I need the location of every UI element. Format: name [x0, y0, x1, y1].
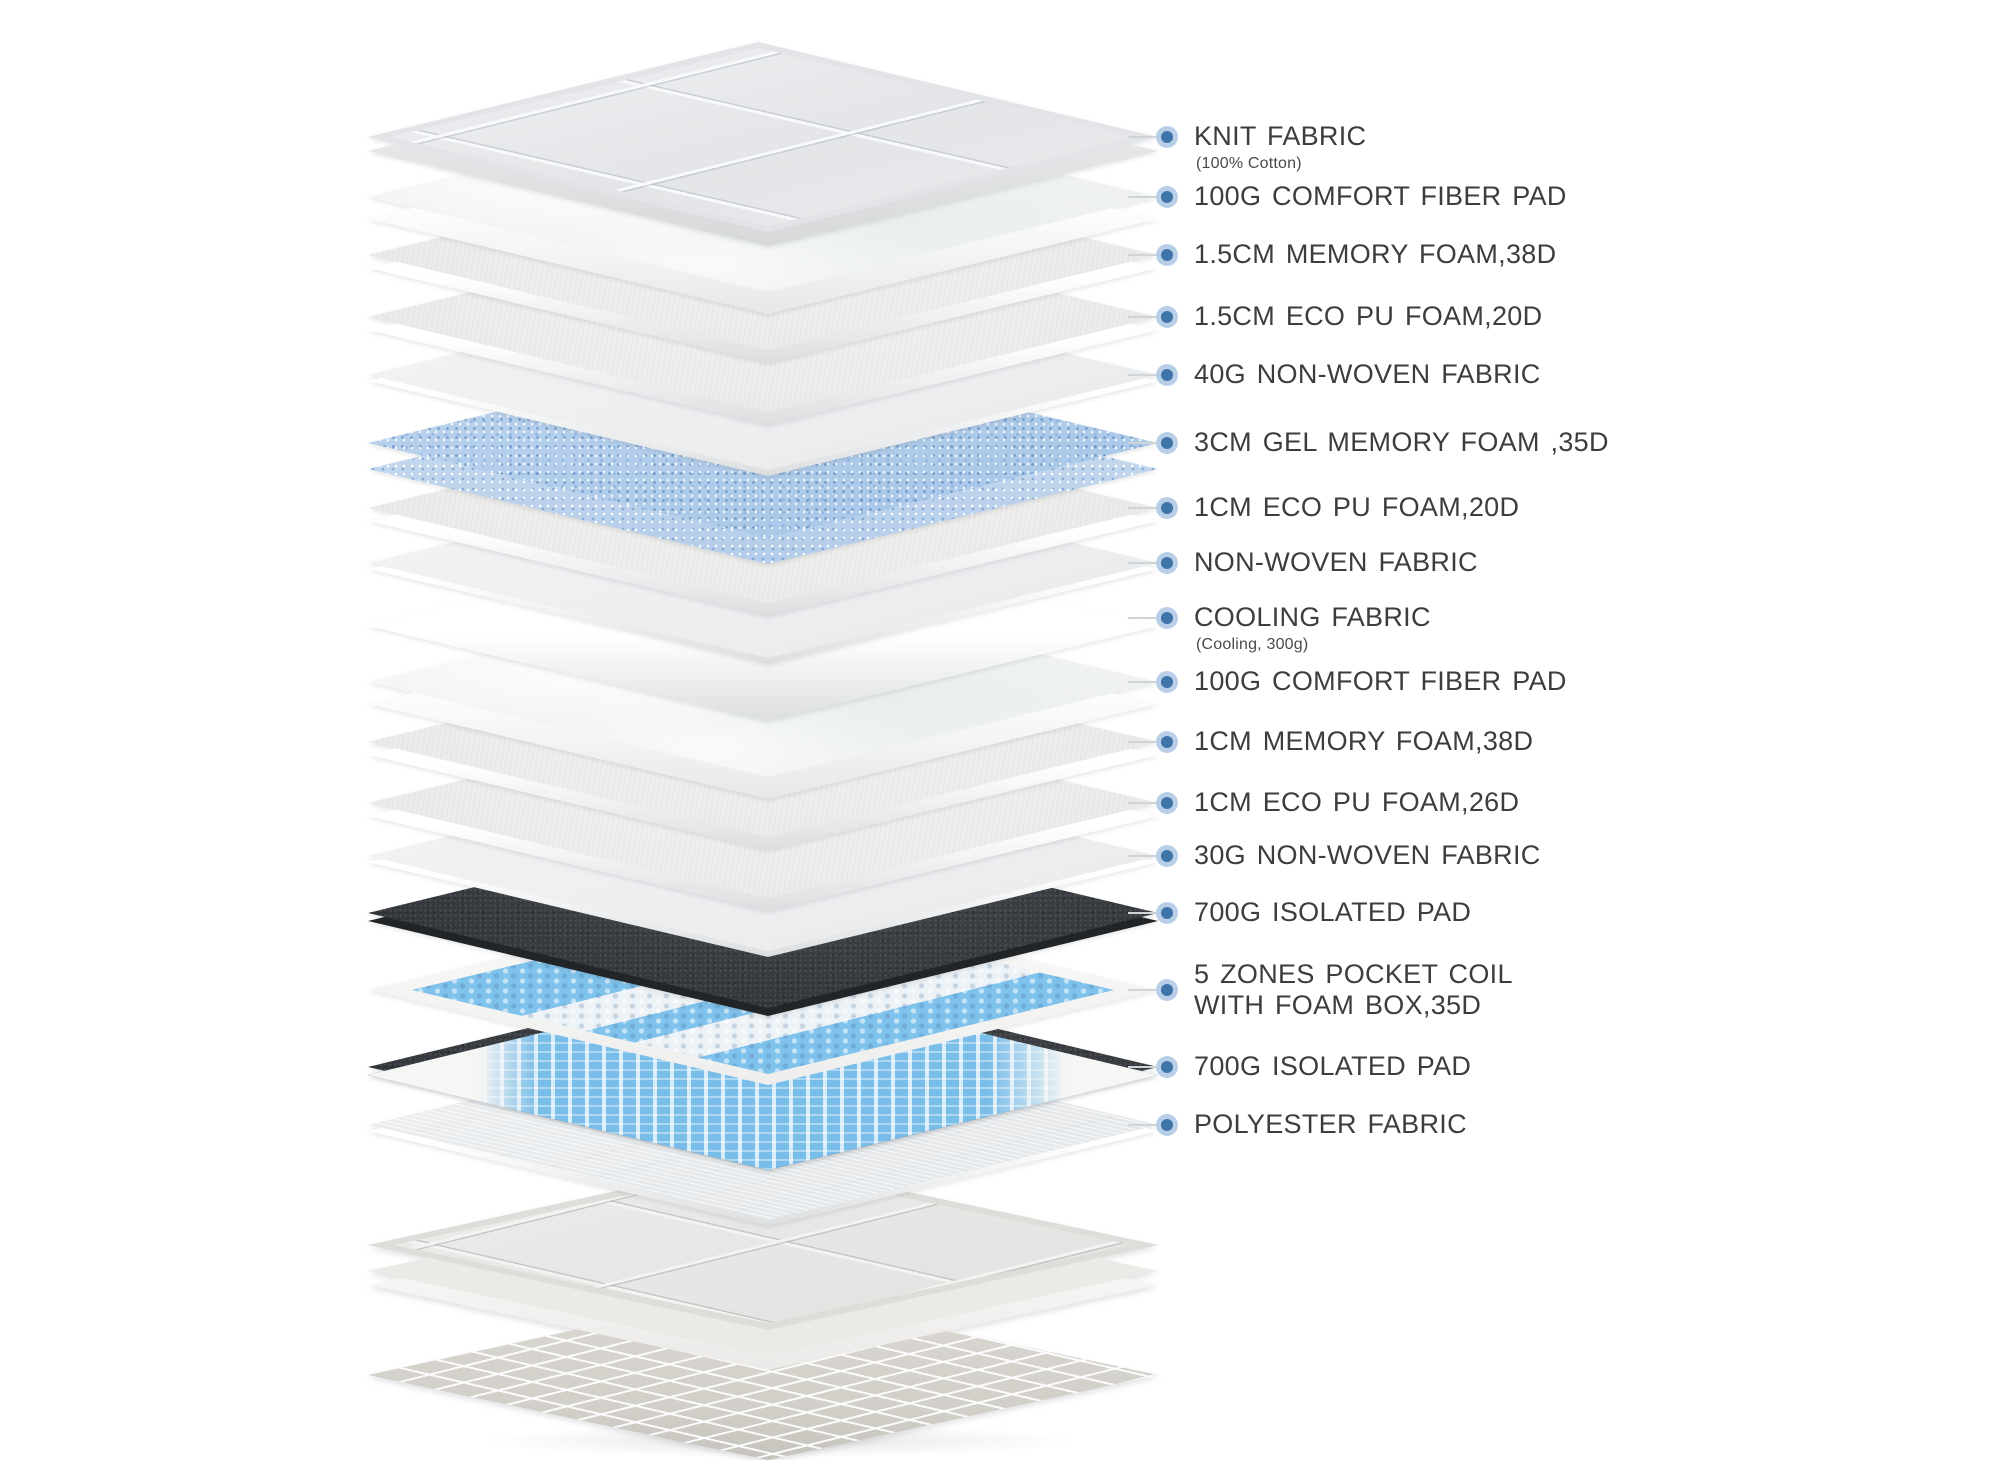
layer-label: 1.5CM MEMORY FOAM,38D	[1194, 239, 1556, 270]
leader-line	[1128, 561, 1162, 565]
leader-line	[1128, 373, 1162, 377]
leader-line	[1128, 854, 1162, 858]
leader-line	[1128, 616, 1162, 620]
marker-dot-icon	[1156, 497, 1178, 519]
layer-label-text: 40G NON-WOVEN FABRIC	[1194, 359, 1541, 390]
knit-fabric-layer-surface	[368, 42, 1158, 232]
marker-dot-icon	[1156, 1114, 1178, 1136]
layer-label: 1CM ECO PU FOAM,26D	[1194, 787, 1519, 818]
marker-dot-icon	[1156, 792, 1178, 814]
layer-label-text: 100G COMFORT FIBER PAD	[1194, 666, 1567, 697]
marker-dot-core	[1161, 797, 1173, 809]
marker-dot-icon	[1156, 1056, 1178, 1078]
layer-label-text: 700G ISOLATED PAD	[1194, 897, 1472, 928]
leader-line	[1128, 135, 1162, 139]
layer-sublabel-text: (100% Cotton)	[1196, 154, 1302, 172]
layer-label: 1CM ECO PU FOAM,20D	[1194, 492, 1519, 523]
leader-line	[1128, 195, 1162, 199]
marker-dot-core	[1161, 907, 1173, 919]
marker-dot-core	[1161, 557, 1173, 569]
layer-label-text: 1.5CM ECO PU FOAM,20D	[1194, 301, 1543, 332]
layer-label-text: 100G COMFORT FIBER PAD	[1194, 181, 1567, 212]
marker-dot-icon	[1156, 364, 1178, 386]
layer-label-text: 30G NON-WOVEN FABRIC	[1194, 840, 1541, 871]
marker-dot-icon	[1156, 552, 1178, 574]
leader-line	[1128, 506, 1162, 510]
marker-dot-core	[1161, 736, 1173, 748]
layer-label: NON-WOVEN FABRIC	[1194, 547, 1478, 578]
marker-dot-core	[1161, 676, 1173, 688]
marker-dot-core	[1161, 249, 1173, 261]
layer-label: 100G COMFORT FIBER PAD	[1194, 666, 1567, 697]
marker-dot-icon	[1156, 432, 1178, 454]
marker-dot-core	[1161, 369, 1173, 381]
marker-dot-core	[1161, 850, 1173, 862]
layer-label: 700G ISOLATED PAD	[1194, 1051, 1471, 1082]
leader-line	[1128, 315, 1162, 319]
marker-dot-core	[1161, 1061, 1173, 1073]
marker-dot-core	[1161, 984, 1173, 996]
layer-label-text: KNIT FABRIC	[1194, 121, 1367, 152]
layer-label-text: 1CM MEMORY FOAM,38D	[1194, 726, 1534, 757]
layer-label-text: 1CM ECO PU FOAM,26D	[1194, 787, 1520, 818]
leader-line	[1128, 441, 1162, 445]
layer-label-text: POLYESTER FABRIC	[1194, 1109, 1467, 1140]
marker-dot-icon	[1156, 244, 1178, 266]
marker-dot-icon	[1156, 902, 1178, 924]
leader-line	[1128, 1065, 1162, 1069]
layer-label: 30G NON-WOVEN FABRIC	[1194, 840, 1541, 871]
layer-label-text: NON-WOVEN FABRIC	[1194, 547, 1478, 578]
leader-line	[1128, 988, 1162, 992]
layer-label: 700G ISOLATED PAD	[1194, 897, 1471, 928]
layer-label: 3CM GEL MEMORY FOAM ,35D	[1194, 427, 1609, 458]
leader-line	[1128, 911, 1162, 915]
leader-line	[1128, 740, 1162, 744]
marker-dot-core	[1161, 131, 1173, 143]
marker-dot-core	[1161, 612, 1173, 624]
layer-label: 1CM MEMORY FOAM,38D	[1194, 726, 1533, 757]
knit-fabric-layer	[368, 42, 1158, 342]
leader-line	[1128, 253, 1162, 257]
layer-label-text: COOLING FABRIC	[1194, 602, 1431, 633]
leader-line	[1128, 801, 1162, 805]
marker-dot-core	[1161, 437, 1173, 449]
marker-dot-core	[1161, 502, 1173, 514]
layer-label: 100G COMFORT FIBER PAD	[1194, 181, 1567, 212]
layer-label: POLYESTER FABRIC	[1194, 1109, 1467, 1140]
marker-dot-icon	[1156, 671, 1178, 693]
marker-dot-icon	[1156, 186, 1178, 208]
marker-dot-icon	[1156, 845, 1178, 867]
leader-line	[1128, 680, 1162, 684]
layer-label-text: 1.5CM MEMORY FOAM,38D	[1194, 239, 1557, 270]
marker-dot-icon	[1156, 306, 1178, 328]
marker-dot-core	[1161, 311, 1173, 323]
marker-dot-core	[1161, 1119, 1173, 1131]
marker-dot-icon	[1156, 731, 1178, 753]
layer-label: KNIT FABRIC (100% Cotton)	[1194, 121, 1367, 171]
marker-dot-icon	[1156, 979, 1178, 1001]
layer-label: 40G NON-WOVEN FABRIC	[1194, 359, 1541, 390]
marker-dot-icon	[1156, 126, 1178, 148]
layer-label-text: 3CM GEL MEMORY FOAM ,35D	[1194, 427, 1609, 458]
layer-label-text: 700G ISOLATED PAD	[1194, 1051, 1472, 1082]
layer-label: COOLING FABRIC (Cooling, 300g)	[1194, 602, 1431, 652]
layer-sublabel-text: (Cooling, 300g)	[1196, 635, 1309, 653]
marker-dot-core	[1161, 191, 1173, 203]
layer-label-text: 1CM ECO PU FOAM,20D	[1194, 492, 1520, 523]
marker-dot-icon	[1156, 607, 1178, 629]
knit-quilt-pattern	[390, 48, 1136, 226]
leader-line	[1128, 1123, 1162, 1127]
layer-label: 1.5CM ECO PU FOAM,20D	[1194, 301, 1542, 332]
